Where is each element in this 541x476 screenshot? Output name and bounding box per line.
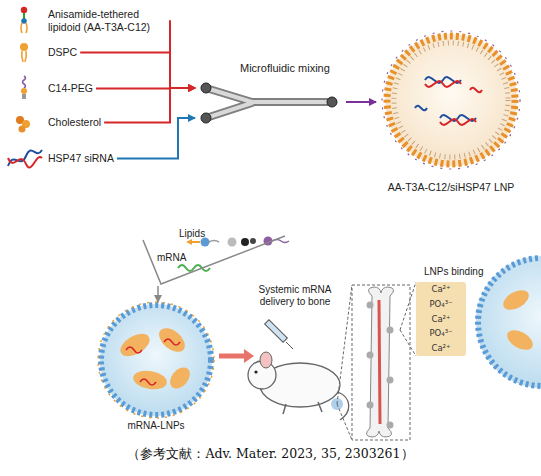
component-label: Cholesterol — [48, 116, 101, 129]
cholesterol-icon — [16, 116, 30, 133]
node-text: AA-T3A-C12/siHSP47 LNP — [376, 181, 526, 194]
zoom-line — [400, 282, 416, 330]
bone-frame — [352, 285, 410, 440]
injection-arrow-head — [244, 349, 254, 363]
connector-arrow — [157, 286, 159, 302]
lnp-illustration — [382, 31, 520, 169]
node-text: Anisamide-tethered lipidoid (AA-T3A-C12) — [48, 8, 166, 34]
injection-arrow — [219, 354, 244, 359]
node-text: HSP47 siRNA — [48, 152, 114, 165]
node-text: C14-PEG — [48, 82, 93, 95]
component-label: HSP47 siRNA — [48, 152, 114, 165]
connector-arrow — [117, 118, 195, 159]
connector-arrow — [346, 101, 376, 103]
lipidoid-icon — [21, 7, 27, 33]
microfluidic-channel — [201, 83, 337, 123]
ion-label: Ca²⁺ — [431, 343, 450, 354]
sirna-icon — [8, 150, 42, 167]
ion-label: Ca²⁺ — [431, 284, 450, 295]
connector-arrow — [104, 88, 195, 123]
zoom-line — [400, 330, 416, 356]
component-label: Anisamide-tethered lipidoid (AA-T3A-C12) — [48, 8, 166, 34]
component-label: C14-PEG — [48, 82, 93, 95]
node-text: Lipids — [179, 228, 205, 241]
connector-arrow — [169, 21, 195, 88]
node-text: LNPs binding — [424, 266, 483, 279]
mineral-box: Ca²⁺ PO₄³⁻ Ca²⁺ PO₄³⁻ Ca²⁺ — [416, 282, 466, 356]
node-text: mRNA-LNPs — [95, 420, 217, 433]
mouse-illustration — [248, 320, 349, 420]
zoom-line — [337, 404, 352, 440]
ion-label: PO₄³⁻ — [429, 299, 452, 310]
component-label: DSPC — [48, 46, 77, 59]
mrna-lnp-illustration — [98, 302, 214, 418]
lnp-node: mRNA-LNPs — [95, 302, 217, 432]
funnel-line — [143, 236, 285, 284]
lnp-node: AA-T3A-C12/siHSP47 LNP — [376, 28, 526, 194]
dspc-icon — [20, 43, 28, 62]
peg-icon — [21, 76, 27, 99]
funnel-node: Lipids mRNA — [135, 228, 290, 286]
connector-arrow — [80, 53, 195, 88]
zoom-line — [337, 285, 352, 404]
annotation-label: Systemic mRNA delivery to bone — [252, 284, 338, 308]
mixer-node: Microfluidic mixing — [196, 62, 346, 124]
node-text: Microfluidic mixing — [240, 62, 330, 76]
ion-label: mRNA — [157, 252, 186, 265]
ion-label: PO₄³⁻ — [429, 328, 452, 339]
caption: （参考文献：Adv. Mater. 2023, 35, 2303261） — [0, 446, 541, 463]
ion-label: Ca²⁺ — [431, 314, 450, 325]
node-text: Cholesterol — [48, 116, 101, 129]
node-text: DSPC — [48, 46, 77, 59]
bound-lnp — [476, 256, 541, 388]
connector-arrow — [96, 87, 195, 90]
bone-illustration — [366, 287, 393, 437]
zoom-node: LNPs bindingCa²⁺ PO₄³⁻ Ca²⁺ PO₄³⁻ Ca²⁺ — [414, 266, 494, 358]
